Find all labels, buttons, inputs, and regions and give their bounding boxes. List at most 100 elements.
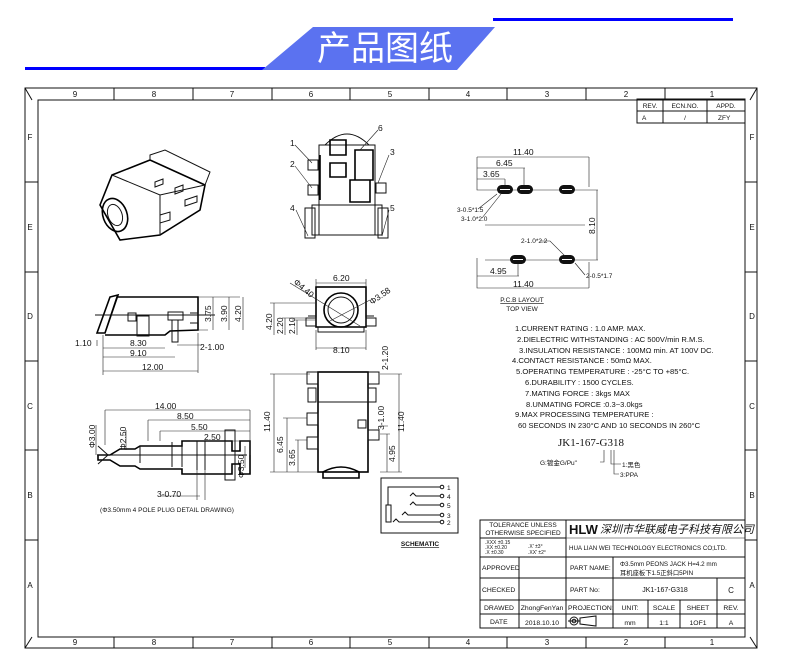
front-view: 6.20 Φ4.40 Φ3.58 4.20 2.20 2.10 8.10 2-1…: [264, 273, 392, 370]
approved-label: APPROVED: [482, 565, 520, 572]
date-label: DATE: [490, 619, 508, 626]
dim-4-95: 4.95: [387, 445, 397, 462]
zone-row: A: [749, 581, 755, 590]
specifications: 1.CURRENT RATING : 1.0 AMP. MAX. 2.DIELE…: [512, 324, 714, 430]
callout-4: 4: [290, 203, 295, 213]
spec-line: 6.DURABILITY : 1500 CYCLES.: [525, 378, 634, 387]
scale-label: SCALE: [653, 605, 676, 612]
callout-6: 6: [378, 123, 383, 133]
projection-symbol-icon: [568, 615, 597, 627]
dim-11-40-top: 11.40: [513, 147, 534, 157]
drawed-label: DRAWED: [484, 605, 514, 612]
dim-14-00: 14.00: [155, 401, 177, 411]
rev-value: A: [642, 115, 647, 122]
tol-x: .X ±0.30: [485, 550, 504, 556]
spec-line: 1.CURRENT RATING : 1.0 AMP. MAX.: [515, 324, 645, 333]
pcb-layout: 11.40 6.45 3.65 3-0.5*1.5 3-1.0*2.0 8.10…: [457, 147, 613, 313]
zone-row: E: [749, 223, 754, 232]
zone-row: A: [27, 581, 33, 590]
zone-row: C: [27, 402, 33, 411]
callout-3: 3: [390, 147, 395, 157]
unit-label: UNIT:: [622, 605, 639, 612]
dim-11-40-bottom: 11.40: [513, 279, 534, 289]
dim-dia-3-58: Φ3.58: [367, 285, 392, 307]
part-rev-code: C: [728, 586, 734, 595]
ecn-value: /: [684, 115, 686, 122]
dim-pin-2-1-20: 2-1.20: [380, 346, 390, 370]
isometric-view: [99, 149, 211, 241]
zone-row: B: [749, 491, 754, 500]
zone-col: 1: [710, 90, 715, 99]
dim-dia-2-50: Φ2.50: [118, 426, 128, 450]
spec-line: 4.CONTACT RESISTANCE : 50mΩ MAX.: [512, 356, 652, 365]
dim-6-20: 6.20: [333, 273, 350, 283]
header-banner: 产品图纸: [25, 18, 733, 70]
part-name-line-2: 耳机座板下1.5正斜口5PIN: [620, 568, 694, 577]
part-code-note-1: 1:黑色: [622, 460, 641, 469]
zone-col: 1: [710, 638, 715, 647]
spec-line: 2.DIELECTRIC WITHSTANDING : AC 500V/min …: [517, 335, 705, 344]
date-value: 2018.10.10: [525, 620, 559, 627]
company-logo: HLW: [569, 522, 599, 537]
spec-line: 5.OPERATING TEMPERATURE : -25°C TO +85°C…: [516, 367, 689, 376]
rev-header: REV.: [643, 103, 658, 110]
zone-row: D: [749, 312, 755, 321]
slot-2-0-5x1-7: 2-0.5*1.7: [586, 273, 613, 280]
zone-row: B: [27, 491, 32, 500]
slot-2-1-0x2-2: 2-1.0*2.2: [521, 238, 548, 245]
zone-col: 3: [545, 90, 550, 99]
dim-1-10: 1.10: [75, 338, 92, 348]
zone-col: 8: [152, 638, 157, 647]
sheet-label: SHEET: [687, 605, 710, 612]
zone-col: 7: [230, 90, 235, 99]
tol-angle-1: .X' ±3°: [528, 544, 543, 550]
ecn-header: ECN.NO.: [671, 103, 698, 110]
side-view: 1.10 8.30 9.10 12.00 2-1.00 3.75 3.90 4.…: [75, 293, 244, 375]
zone-col: 5: [388, 90, 393, 99]
schematic-pin: 2: [447, 520, 451, 527]
part-code-note-g: G:镀金G/Pu": [540, 458, 578, 467]
pcb-subtitle: TOP VIEW: [506, 306, 538, 313]
zone-col: 2: [624, 90, 629, 99]
spec-line: 3.INSULATION RESISTANCE : 100MΩ min. AT …: [519, 346, 714, 355]
plug-detail: 14.00 8.50 5.50 2.50 Φ3.00 Φ2.50 Φ3.50 3…: [87, 401, 251, 514]
company-name-en: HUA LIAN WEI TECHNOLOGY ELECTRONICS CO;L…: [569, 545, 727, 552]
dim-2-50: 2.50: [204, 432, 221, 442]
page-title: 产品图纸: [317, 30, 453, 68]
header-right-rule: [493, 18, 733, 21]
zone-col: 8: [152, 90, 157, 99]
dim-8-10: 8.10: [587, 217, 597, 234]
pcb-title: P.C.B LAYOUT: [500, 297, 543, 304]
dim-11-40-left: 11.40: [262, 411, 272, 432]
zone-col: 9: [73, 638, 78, 647]
top-view: 1 2 3 4 5 6: [290, 123, 395, 239]
dim-12-00: 12.00: [142, 362, 164, 372]
dim-3-1-00: 3-1.00: [376, 406, 386, 430]
dim-8-30: 8.30: [130, 338, 147, 348]
dim-dia-4-40: Φ4.40: [292, 277, 317, 300]
dim-4-95: 4.95: [490, 266, 507, 276]
checked-label: CHECKED: [482, 587, 515, 594]
zone-col: 2: [624, 638, 629, 647]
spec-line: 8.UNMATING FORCE :0.3~3.0kgs: [526, 400, 643, 409]
schematic: 1 4 5 3 2 SCHEMATIC: [380, 477, 459, 548]
schematic-label: SCHEMATIC: [401, 541, 439, 548]
part-name-label: PART NAME:: [570, 565, 611, 572]
part-code-note-3: 3:PPA: [620, 472, 639, 479]
slot-3-0-5x1-5: 3-0.5*1.5: [457, 207, 484, 214]
dim-8-50: 8.50: [177, 411, 194, 421]
zone-row: E: [27, 223, 32, 232]
zone-rows-left: F E D C B A: [27, 133, 33, 590]
schematic-pin: 5: [447, 503, 451, 510]
dim-4-20: 4.20: [233, 305, 243, 322]
schematic-pin: 1: [447, 485, 451, 492]
drawing-frame: 9 8 7 6 5 4 3 2 1 9 8 7 6 5 4 3 2 1 F E …: [24, 87, 758, 649]
dim-3-65: 3.65: [287, 449, 297, 466]
sheet-value: 1OF1: [690, 620, 707, 627]
schematic-pin: 3: [447, 513, 451, 520]
inner-border: [37, 99, 746, 638]
zone-col: 6: [309, 90, 314, 99]
appd-value: ZFY: [718, 115, 731, 122]
dim-5-50: 5.50: [191, 422, 208, 432]
